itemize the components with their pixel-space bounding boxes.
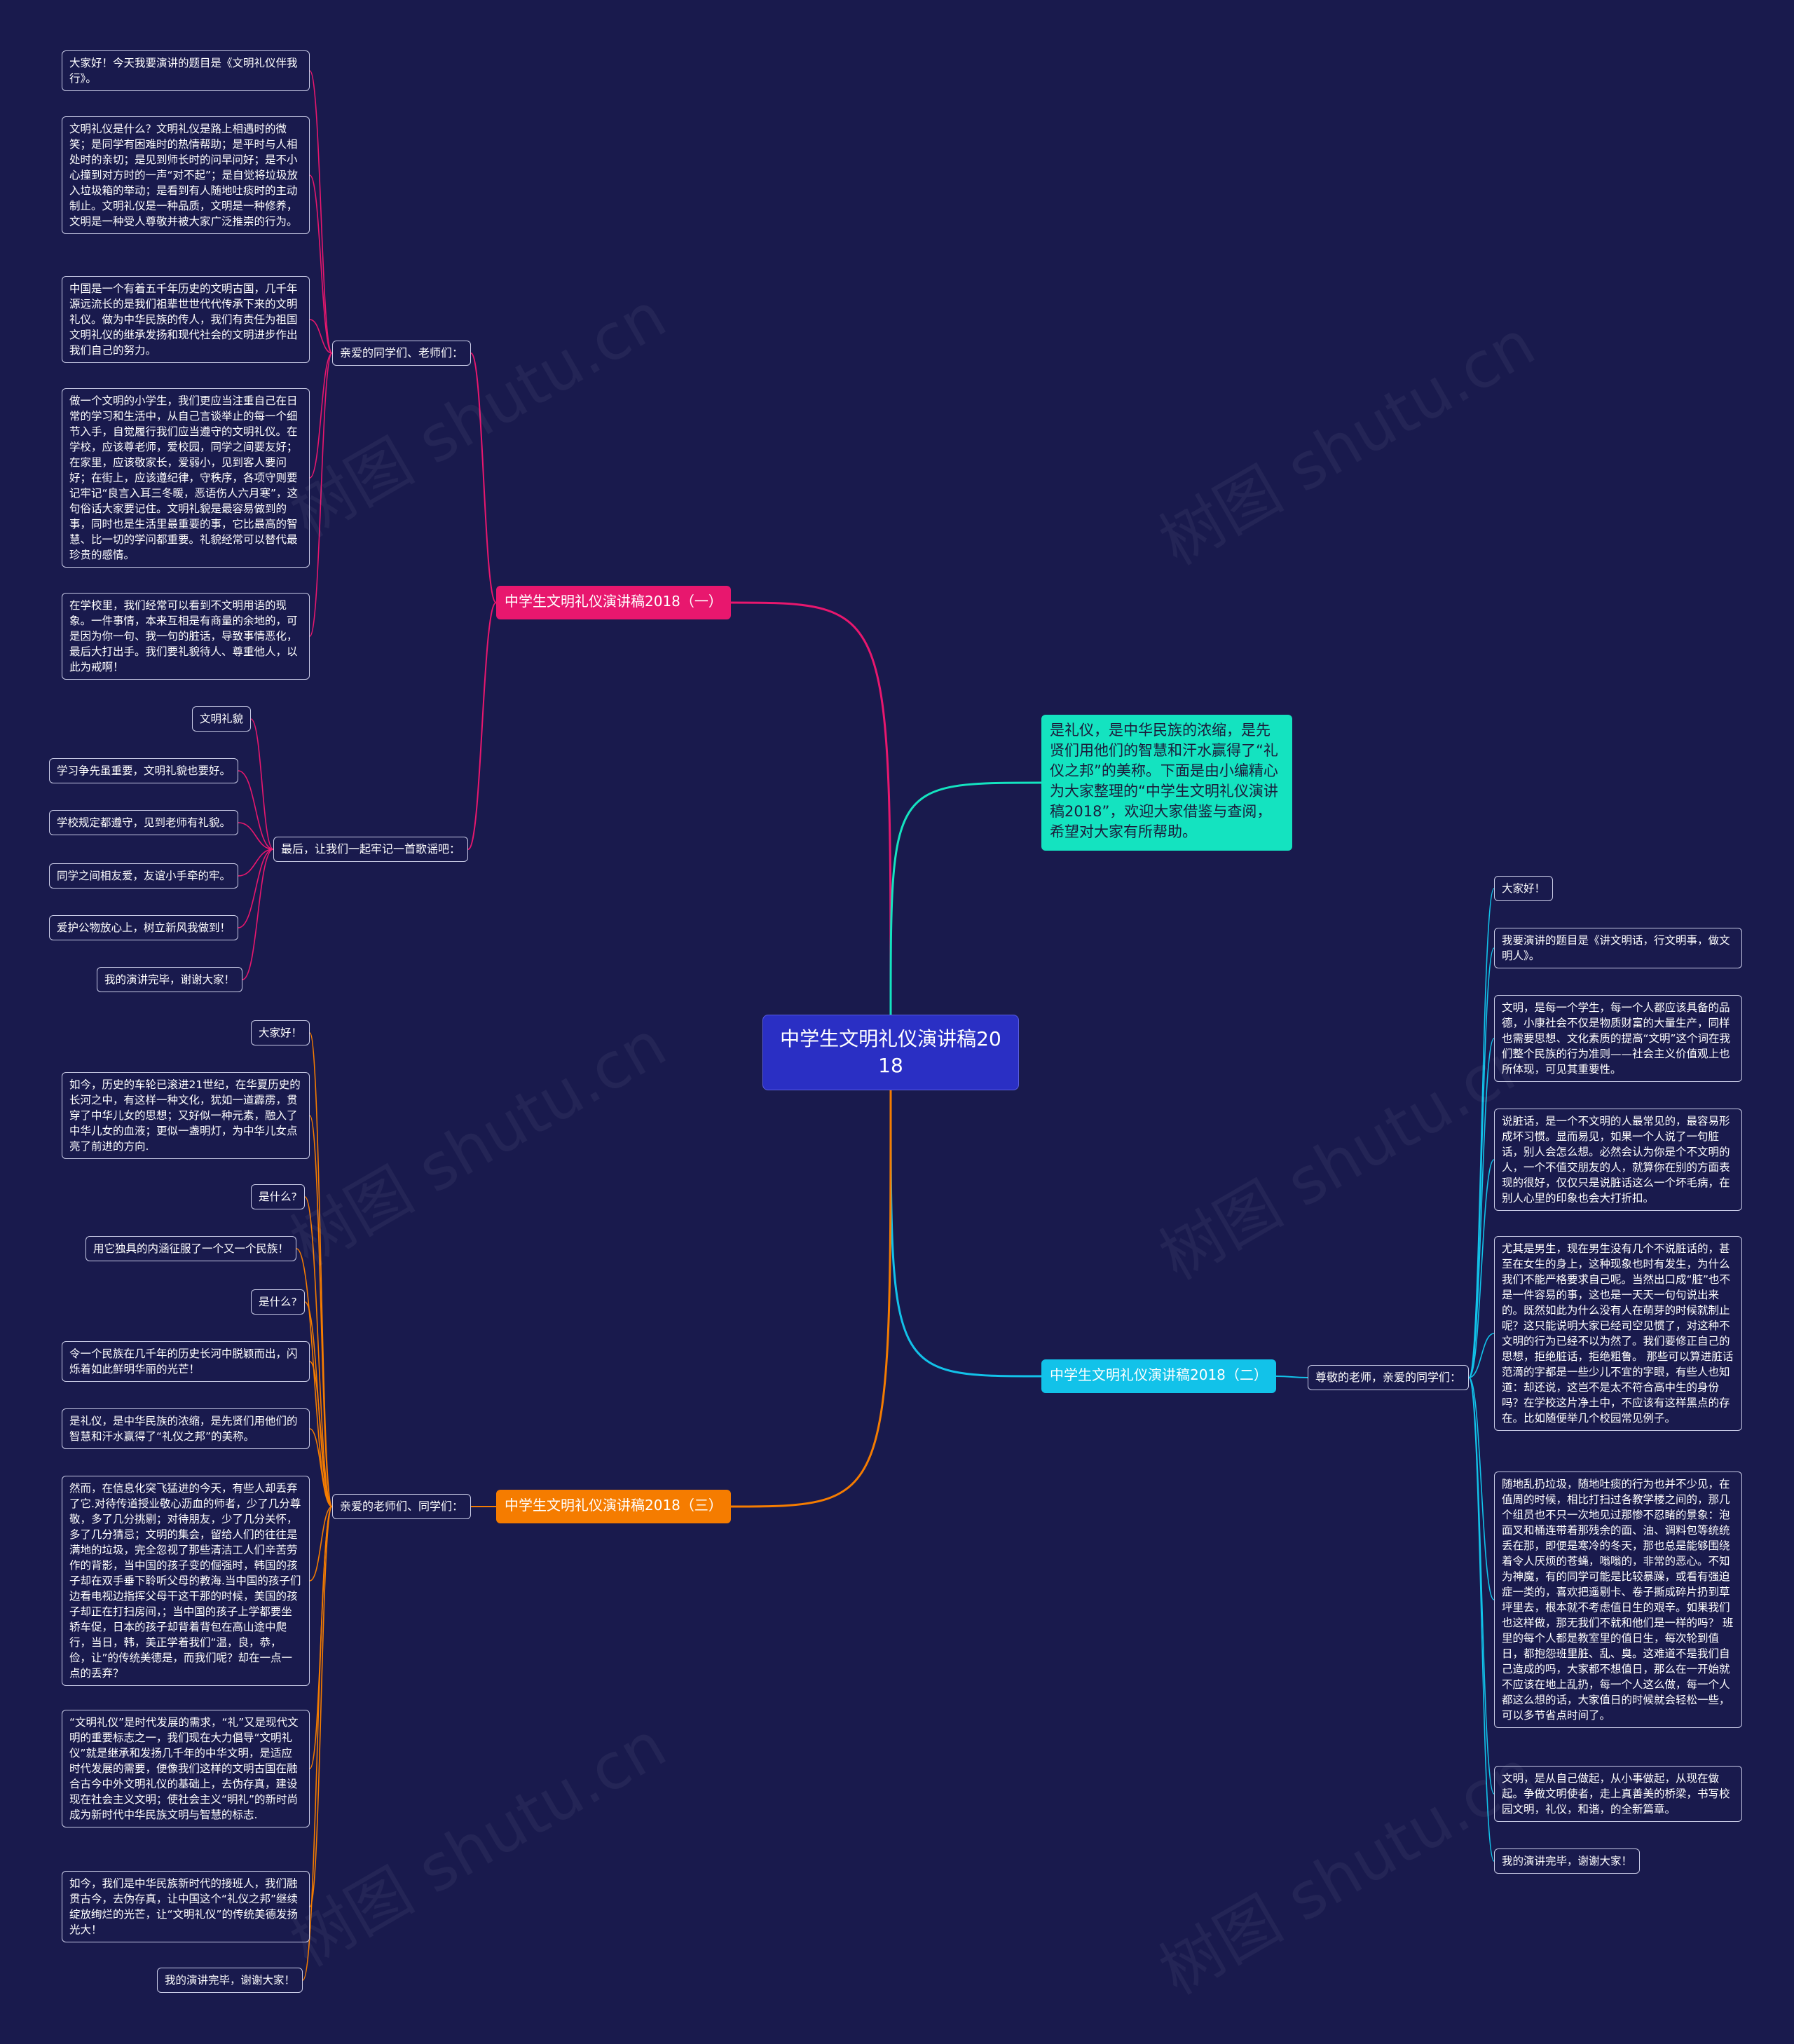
b2-leaf-8[interactable]: 我的演讲完毕，谢谢大家！ [1494, 1848, 1641, 1874]
b1-song-3[interactable]: 学校规定都遵守，见到老师有礼貌。 [49, 810, 239, 835]
branch-1-label-song[interactable]: 最后，让我们一起牢记一首歌谣吧： [273, 837, 469, 862]
link-b1-song-6 [242, 849, 274, 980]
link-b1-song-5 [238, 849, 274, 928]
intro-node[interactable]: 是礼仪，是中华民族的浓缩，是先贤们用他们的智慧和汗水赢得了“礼仪之邦”的美称。下… [1041, 715, 1292, 851]
branch-1-node[interactable]: 中学生文明礼仪演讲稿2018（一） [496, 586, 731, 619]
link-b3-leaf-10 [309, 1506, 333, 1907]
link-b3-leaf-8 [309, 1506, 333, 1582]
b1-leaf-2[interactable]: 文明礼仪是什么？文明礼仪是路上相遇时的微笑；是同学有困难时的热情帮助；是平时与人… [62, 116, 310, 234]
link-b1-leaf-4 [309, 352, 333, 479]
branch-3-title: 中学生文明礼仪演讲稿2018（三） [505, 1497, 723, 1514]
link-b1-leaf-5 [309, 352, 333, 637]
link-b1-leaf-3 [309, 319, 333, 354]
b3-leaf-4[interactable]: 用它独具的内涵征服了一个又一个民族！ [85, 1236, 297, 1261]
b3-leaf-8[interactable]: 然而，在信息化突飞猛进的今天，有些人却丢弃了它.对待传道授业敬心沥血的师者，少了… [62, 1476, 310, 1686]
b2-leaf-5[interactable]: 尤其是男生，现在男生没有几个不说脏话的，甚至在女生的身上，这种现象也时有发生，为… [1494, 1236, 1742, 1431]
intro-text: 是礼仪，是中华民族的浓缩，是先贤们用他们的智慧和汗水赢得了“礼仪之邦”的美称。下… [1050, 722, 1278, 840]
link-root-b3 [730, 1090, 892, 1508]
link-b2-leaf-2 [1468, 947, 1495, 1378]
link-b1-song-4 [238, 849, 274, 877]
link-b1-song-3 [238, 822, 274, 850]
root-title: 中学生文明礼仪演讲稿2018 [780, 1027, 1001, 1077]
b1-song-4[interactable]: 同学之间相友爱，友谊小手牵的牢。 [49, 863, 239, 889]
link-b1-sub-0 [470, 352, 497, 603]
branch-1-label-greeting[interactable]: 亲爱的同学们、老师们： [332, 341, 472, 366]
b1-leaf-4[interactable]: 做一个文明的小学生，我们更应当注重自己在日常的学习和生活中，从自己言谈举止的每一… [62, 388, 310, 568]
link-b3-leaf-3 [304, 1196, 333, 1507]
link-b2-leaf-6 [1468, 1377, 1495, 1600]
b3-leaf-7[interactable]: 是礼仪，是中华民族的浓缩，是先贤们用他们的智慧和汗水赢得了“礼仪之邦”的美称。 [62, 1408, 310, 1449]
link-b1-song-2 [238, 770, 274, 850]
link-b3-leaf-2 [309, 1115, 333, 1507]
branch-2-title: 中学生文明礼仪演讲稿2018（二） [1050, 1366, 1268, 1383]
b2-leaf-1[interactable]: 大家好！ [1494, 876, 1554, 901]
b2-leaf-6[interactable]: 随地乱扔垃圾，随地吐痰的行为也并不少见，在值周的时候，相比打扫过各教学楼之间的，… [1494, 1472, 1742, 1728]
link-b1-leaf-2 [309, 174, 333, 354]
branch-3-node[interactable]: 中学生文明礼仪演讲稿2018（三） [496, 1490, 731, 1523]
b2-leaf-3[interactable]: 文明，是每一个学生，每一个人都应该具备的品德，小康社会不仅是物质财富的大量生产，… [1494, 995, 1742, 1082]
branch-1-title: 中学生文明礼仪演讲稿2018（一） [505, 593, 723, 610]
link-root-intro [889, 781, 1042, 1015]
b1-leaf-1[interactable]: 大家好！今天我要演讲的题目是《文明礼仪伴我行》。 [62, 50, 310, 91]
link-root-b1 [730, 601, 892, 1015]
b3-leaf-3[interactable]: 是什么? [251, 1184, 305, 1209]
link-b2-leaf-3 [1468, 1038, 1495, 1378]
b1-song-2[interactable]: 学习争先虽重要，文明礼貌也要好。 [49, 758, 239, 783]
b1-leaf-3[interactable]: 中国是一个有着五千年历史的文明古国，几千年源远流长的是我们祖辈世世代代传承下来的… [62, 276, 310, 363]
branch-3-label-greeting[interactable]: 亲爱的老师们、同学们： [332, 1494, 472, 1519]
b3-leaf-6[interactable]: 令一个民族在几千年的历史长河中脱颖而出，闪烁着如此鲜明华丽的光芒！ [62, 1341, 310, 1382]
link-b2-sub [1275, 1376, 1308, 1378]
link-b1-sub-1 [467, 602, 497, 850]
b3-leaf-11[interactable]: 我的演讲完毕，谢谢大家！ [157, 1968, 303, 1993]
b1-leaf-5[interactable]: 在学校里，我们经常可以看到不文明用语的现象。一件事情，本来互相是有商量的余地的，… [62, 593, 310, 680]
b3-leaf-5[interactable]: 是什么? [251, 1289, 305, 1315]
branch-2-node[interactable]: 中学生文明礼仪演讲稿2018（二） [1041, 1359, 1276, 1393]
root-node[interactable]: 中学生文明礼仪演讲稿2018 [762, 1015, 1019, 1090]
branch-2-label-greeting[interactable]: 尊敬的老师，亲爱的同学们： [1308, 1365, 1470, 1390]
link-root-b2 [889, 1090, 1042, 1378]
link-b1-leaf-1 [309, 70, 333, 354]
link-b1-song-1 [250, 718, 274, 850]
link-b2-leaf-7 [1468, 1377, 1495, 1795]
b2-leaf-2[interactable]: 我要演讲的题目是《讲文明话，行文明事，做文明人》。 [1494, 928, 1742, 968]
b3-leaf-2[interactable]: 如今，历史的车轮已滚进21世纪，在华夏历史的长河之中，有这样一种文化，犹如一道霹… [62, 1072, 310, 1159]
link-b2-leaf-5 [1468, 1333, 1495, 1378]
b2-leaf-7[interactable]: 文明，是从自己做起，从小事做起，从现在做起。争做文明使者，走上真善美的桥梁，书写… [1494, 1766, 1742, 1822]
b1-song-5[interactable]: 爱护公物放心上，树立新风我做到！ [49, 915, 239, 940]
b3-leaf-9[interactable]: “文明礼仪”是时代发展的需求，“礼”又是现代文明的重要标志之一，我们现在大力倡导… [62, 1710, 310, 1827]
link-b2-leaf-4 [1468, 1159, 1495, 1378]
link-b3-leaf-7 [309, 1428, 333, 1507]
b2-leaf-4[interactable]: 说脏话，是一个不文明的人最常见的，最容易形成坏习惯。显而易见，如果一个人说了一句… [1494, 1109, 1742, 1211]
b3-leaf-10[interactable]: 如今，我们是中华民族新时代的接班人，我们融贯古今，去伪存真，让中国这个“礼仪之邦… [62, 1871, 310, 1942]
link-b3-leaf-6 [309, 1361, 333, 1507]
b3-leaf-1[interactable]: 大家好！ [251, 1020, 310, 1045]
link-b2-leaf-8 [1468, 1377, 1495, 1862]
b1-song-1[interactable]: 文明礼貌 [192, 706, 252, 732]
link-b3-leaf-11 [302, 1506, 333, 1981]
b1-song-6[interactable]: 我的演讲完毕，谢谢大家！ [97, 967, 243, 992]
